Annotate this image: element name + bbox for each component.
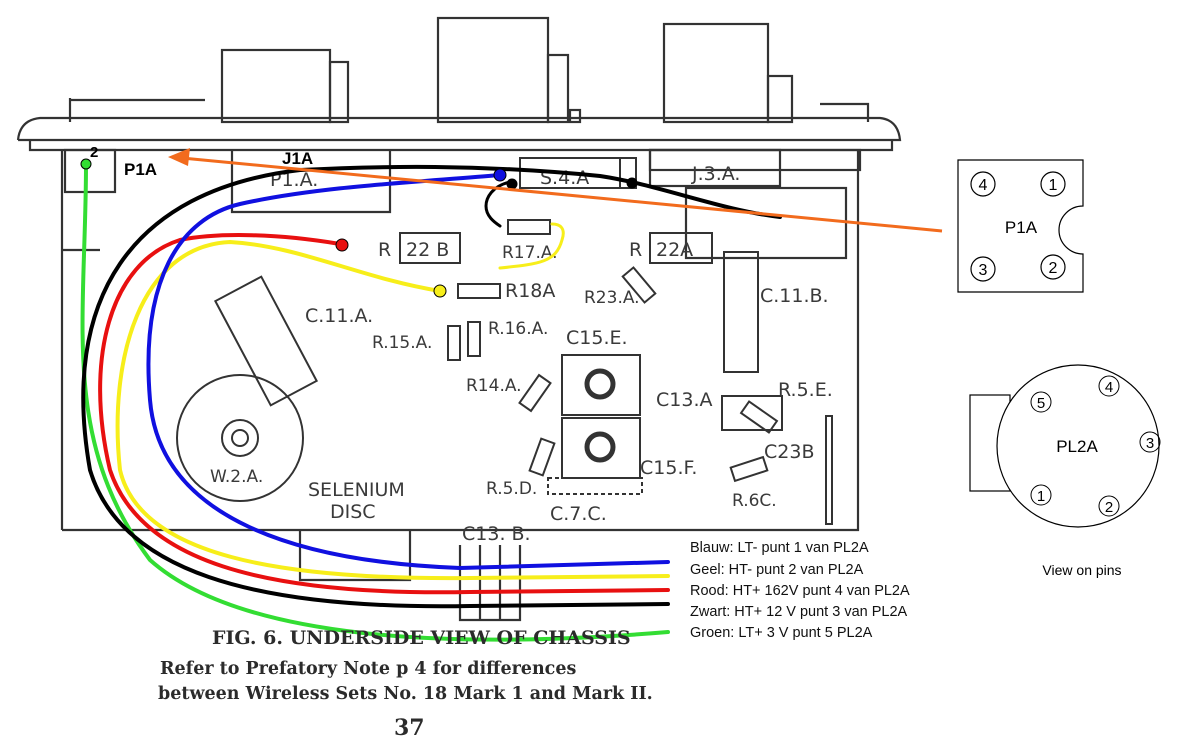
pl2a-connector: 5 4 3 1 2 PL2A View on pins [969, 364, 1161, 578]
wire-yellow-stub [498, 222, 565, 270]
legend-blue: Blauw: LT- punt 1 van PL2A [690, 540, 869, 556]
pl2a-pin-5: 5 [1037, 395, 1045, 412]
chassis-labels: P1.A. S.4.A J.3.A. R 22 B R 22A R17.A. R… [210, 163, 833, 545]
label-r22a-r: R [629, 239, 642, 261]
label-r18a: R18A [505, 280, 555, 302]
label-c15e: C15.E. [566, 327, 628, 349]
pl2a-pin-1: 1 [1037, 488, 1045, 505]
label-r22b: 22 B [406, 239, 449, 261]
page-number: 37 [394, 715, 425, 741]
j1a-annotation: J1A [282, 149, 313, 168]
label-r5e: R.5.E. [778, 379, 833, 401]
label-c11a: C.11.A. [305, 305, 373, 327]
wire-black [81, 164, 782, 609]
label-c15f: C15.F. [640, 457, 697, 479]
p1a-pin-2: 2 [1049, 260, 1058, 277]
label-r22a: 22A [656, 239, 693, 261]
wire-end-dots [80, 158, 638, 298]
label-w2a: W.2.A. [210, 467, 263, 487]
p1a-pin-4: 4 [979, 177, 988, 194]
caption-title: FIG. 6. UNDERSIDE VIEW OF CHASSIS [212, 627, 631, 649]
caption-line2: between Wireless Sets No. 18 Mark 1 and … [158, 684, 653, 704]
label-disc: DISC [330, 501, 376, 523]
pl2a-connector-label: PL2A [1056, 437, 1098, 456]
label-c11b: C.11.B. [760, 285, 829, 307]
wire-red [98, 233, 670, 595]
p1a-connector: 4 1 3 2 P1A [957, 159, 1084, 293]
p1a-pin-3: 3 [979, 262, 988, 279]
wire-legend: Blauw: LT- punt 1 van PL2A Geel: HT- pun… [690, 540, 910, 641]
wires [80, 162, 782, 642]
p1a-annotation: P1A [124, 160, 157, 179]
dot-blue [493, 168, 507, 182]
label-r16a: R.16.A. [488, 319, 548, 339]
label-r22b-r: R [378, 239, 391, 261]
pl2a-pin-3: 3 [1146, 435, 1154, 452]
wire-blue [146, 173, 670, 571]
legend-black: Zwart: HT+ 12 V punt 3 van PL2A [690, 604, 908, 620]
label-c13a: C13.A [656, 389, 712, 411]
annotations: 2 P1A J1A [90, 144, 313, 179]
label-c23b: C23B [764, 441, 814, 463]
pl2a-pin-4: 4 [1105, 379, 1113, 396]
p1a-connector-label: P1A [1005, 218, 1038, 237]
label-r23a: R23.A. [584, 288, 640, 308]
label-j3a: J.3.A. [691, 163, 740, 185]
dot-red [335, 238, 349, 252]
label-selenium: SELENIUM [308, 479, 405, 501]
wire-green [80, 162, 670, 642]
label-r6c: R.6C. [732, 491, 777, 511]
dot-green [80, 158, 92, 170]
p1a-arrow [168, 148, 943, 233]
chassis-outline [16, 16, 902, 622]
dot-yellow [433, 284, 447, 298]
pl2a-pin-2: 2 [1105, 499, 1113, 516]
figure-caption: FIG. 6. UNDERSIDE VIEW OF CHASSIS Refer … [158, 627, 653, 741]
label-r17a: R17.A. [502, 243, 558, 263]
pl2a-view-caption: View on pins [1042, 562, 1121, 578]
label-c13b: C13. B. [462, 523, 531, 545]
p1a-pin-1: 1 [1049, 177, 1058, 194]
label-r15a: R.15.A. [372, 333, 432, 353]
legend-red: Rood: HT+ 162V punt 4 van PL2A [690, 583, 910, 599]
pin2-label: 2 [90, 144, 98, 161]
label-r5d: R.5.D. [486, 479, 537, 499]
dot-black-2 [626, 177, 638, 189]
chassis-components [176, 157, 833, 525]
legend-yellow: Geel: HT- punt 2 van PL2A [690, 562, 864, 578]
caption-line1: Refer to Prefatory Note p 4 for differen… [160, 659, 576, 679]
label-c7c: C.7.C. [550, 503, 607, 525]
label-r14a: R14.A. [466, 376, 522, 396]
legend-green: Groen: LT+ 3 V punt 5 PL2A [690, 625, 873, 641]
wire-yellow [115, 239, 670, 581]
dot-black-1 [506, 178, 518, 190]
